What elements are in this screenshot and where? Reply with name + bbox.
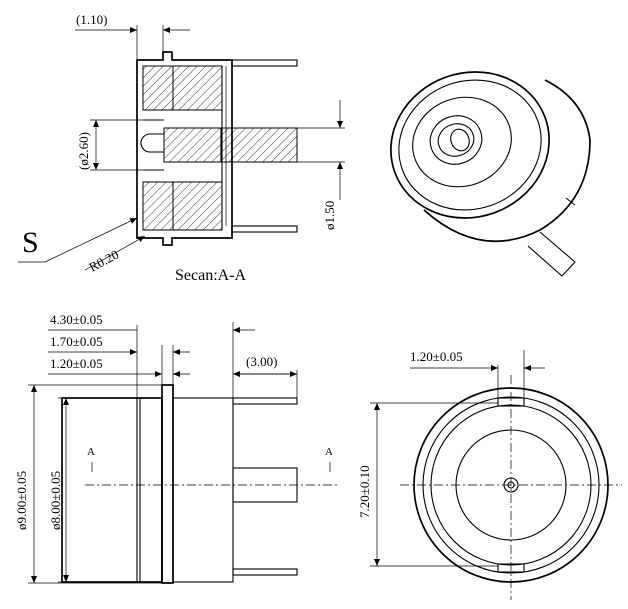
iso-center-ring — [429, 115, 483, 165]
section-mark-left: A — [87, 446, 95, 458]
section-view: (1.10) (ø2.60) ø1.50 S R0.20 Secan:A-A — [18, 12, 345, 284]
surface-symbol: S — [22, 226, 39, 259]
pin-nub — [140, 133, 164, 153]
lower-wall-hatch — [142, 181, 174, 231]
dim-inner-diameter: ø8.00±0.05 — [48, 471, 63, 530]
dim-length-total: 4.30±0.05 — [50, 312, 103, 327]
upper-magnet-hatch — [172, 65, 223, 111]
dim-hole-diameter: (ø2.60) — [76, 132, 91, 170]
side-view: A A 4.30±0.05 1.70±0.05 1.20±0.05 (3.00)… — [14, 312, 340, 584]
dim-length-mid: 1.70±0.05 — [50, 334, 103, 349]
isometric-view — [390, 71, 591, 277]
dim-outer-diameter: ø9.00±0.05 — [14, 471, 29, 530]
dim-top-offset: (1.10) — [76, 12, 107, 27]
top-terminal — [231, 59, 298, 67]
section-mark-right: A — [325, 446, 333, 458]
dim-pin-length: (3.00) — [246, 354, 277, 369]
dim-slot-width: 1.20±0.05 — [410, 349, 463, 364]
side-bottom-pin — [232, 568, 298, 576]
upper-wall-hatch — [142, 65, 174, 111]
iso-terminal — [527, 231, 576, 277]
iso-outer-rim — [390, 71, 550, 219]
dim-flange: 1.20±0.05 — [50, 356, 103, 371]
dim-height: 7.20±0.10 — [357, 465, 372, 518]
central-pin-hatch — [163, 127, 298, 163]
side-body — [61, 397, 163, 583]
front-view: 1.20±0.05 7.20±0.10 — [357, 349, 622, 600]
side-top-pin — [232, 397, 298, 405]
dim-pin-diameter: ø1.50 — [322, 201, 337, 230]
side-flange — [161, 384, 174, 584]
lower-magnet-hatch — [172, 181, 223, 231]
section-caption: Secan:A-A — [175, 267, 247, 284]
dim-radius: R0.20 — [86, 247, 121, 275]
bottom-terminal — [231, 225, 298, 233]
